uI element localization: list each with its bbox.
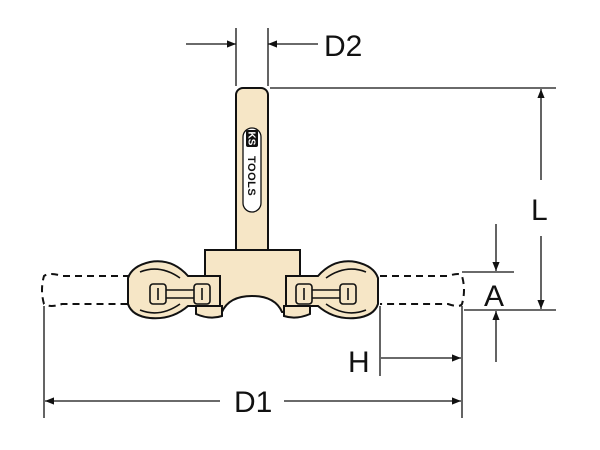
dimension-lines [43, 28, 556, 418]
logo-ks-text: KS [246, 132, 257, 146]
left-hub-tab [195, 305, 223, 319]
dimension-labels: D2 L A H D1 [234, 30, 548, 419]
label-h: H [348, 346, 370, 379]
label-d2: D2 [324, 30, 362, 63]
ks-tools-logo: KS TOOLS [242, 127, 262, 213]
right-bristle-outline [380, 273, 465, 307]
label-l: L [531, 194, 548, 227]
label-a: A [484, 280, 504, 313]
logo-tools-text: TOOLS [245, 156, 257, 196]
label-d1: D1 [234, 386, 272, 419]
clamp-details [139, 268, 367, 314]
right-hub-tab [283, 305, 311, 319]
left-bristle-outline [41, 273, 130, 307]
